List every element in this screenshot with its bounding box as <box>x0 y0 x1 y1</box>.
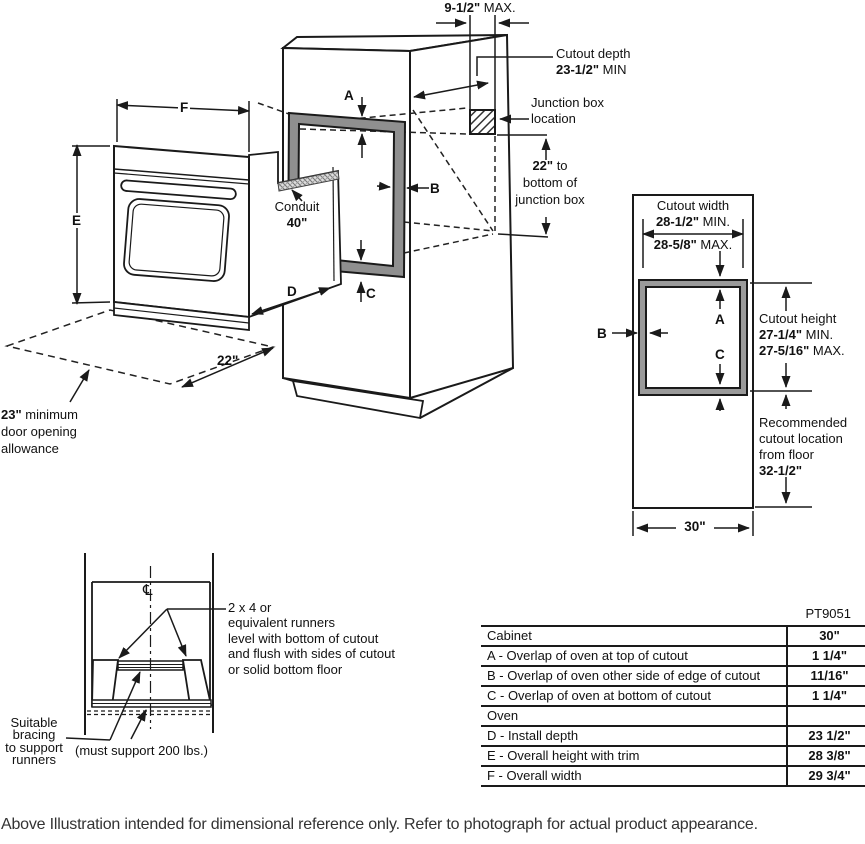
junction-box-label: Junction box location <box>531 95 604 126</box>
runners-note: 2 x 4 or equivalent runners level with b… <box>228 600 395 677</box>
dim-letter-e: E <box>70 213 84 228</box>
diagram-linework <box>0 0 865 810</box>
conduit-label: Conduit 40" <box>274 199 320 230</box>
cv-letter-c: C <box>715 347 725 362</box>
bracing-diagram <box>66 553 226 740</box>
oven <box>114 146 341 330</box>
table-row: Oven <box>481 705 865 726</box>
door-floor-area <box>7 310 273 384</box>
floor-location-note: Recommended cutout location from floor 3… <box>759 415 848 478</box>
cutout-front-view <box>612 195 812 536</box>
cv-letter-a: A <box>715 312 725 327</box>
dim-letter-a: A <box>344 88 354 103</box>
dim-letter-b: B <box>430 181 440 196</box>
dim-9-5-max: 9-1/2" MAX. <box>444 0 516 15</box>
dim-22-floor: 22" <box>217 353 239 368</box>
suitable-bracing-note: Suitable bracing to support runners <box>5 715 63 768</box>
cutout-width-max: 28-5/8" MAX. <box>653 237 733 252</box>
door-allowance-note: 23" minimum door opening allowance <box>1 407 78 456</box>
junction-box <box>470 110 495 134</box>
dim-letter-c: C <box>366 286 376 301</box>
brace-left <box>92 660 118 706</box>
cutout-height-note: Cutout height 27-1/4" MIN. 27-5/16" MAX. <box>759 311 845 358</box>
cv-letter-b: B <box>597 326 607 341</box>
oven-handle <box>121 180 236 199</box>
oven-window <box>123 198 230 282</box>
cv-base-width: 30" <box>676 519 714 534</box>
centerline-symbol: ℄ <box>143 581 153 599</box>
dim-letter-d: D <box>287 284 297 299</box>
cutout-width-min: 28-1/2" MIN. <box>655 214 731 229</box>
conduit-strip <box>278 171 339 191</box>
cutout-depth-note: Cutout depth 23-1/2" MIN <box>556 46 631 77</box>
load-note: (must support 200 lbs.) <box>75 743 208 758</box>
jbox-height-note: 22" to bottom of junction box <box>515 158 585 207</box>
footer-caption: Above Illustration intended for dimensio… <box>1 816 758 833</box>
dim-letter-f: F <box>178 100 191 115</box>
cutout-width-title: Cutout width <box>656 198 730 213</box>
model-number: PT9051 <box>805 606 851 621</box>
table-row: B - Overlap of oven other side of edge o… <box>481 665 865 686</box>
brace-right <box>183 660 211 705</box>
